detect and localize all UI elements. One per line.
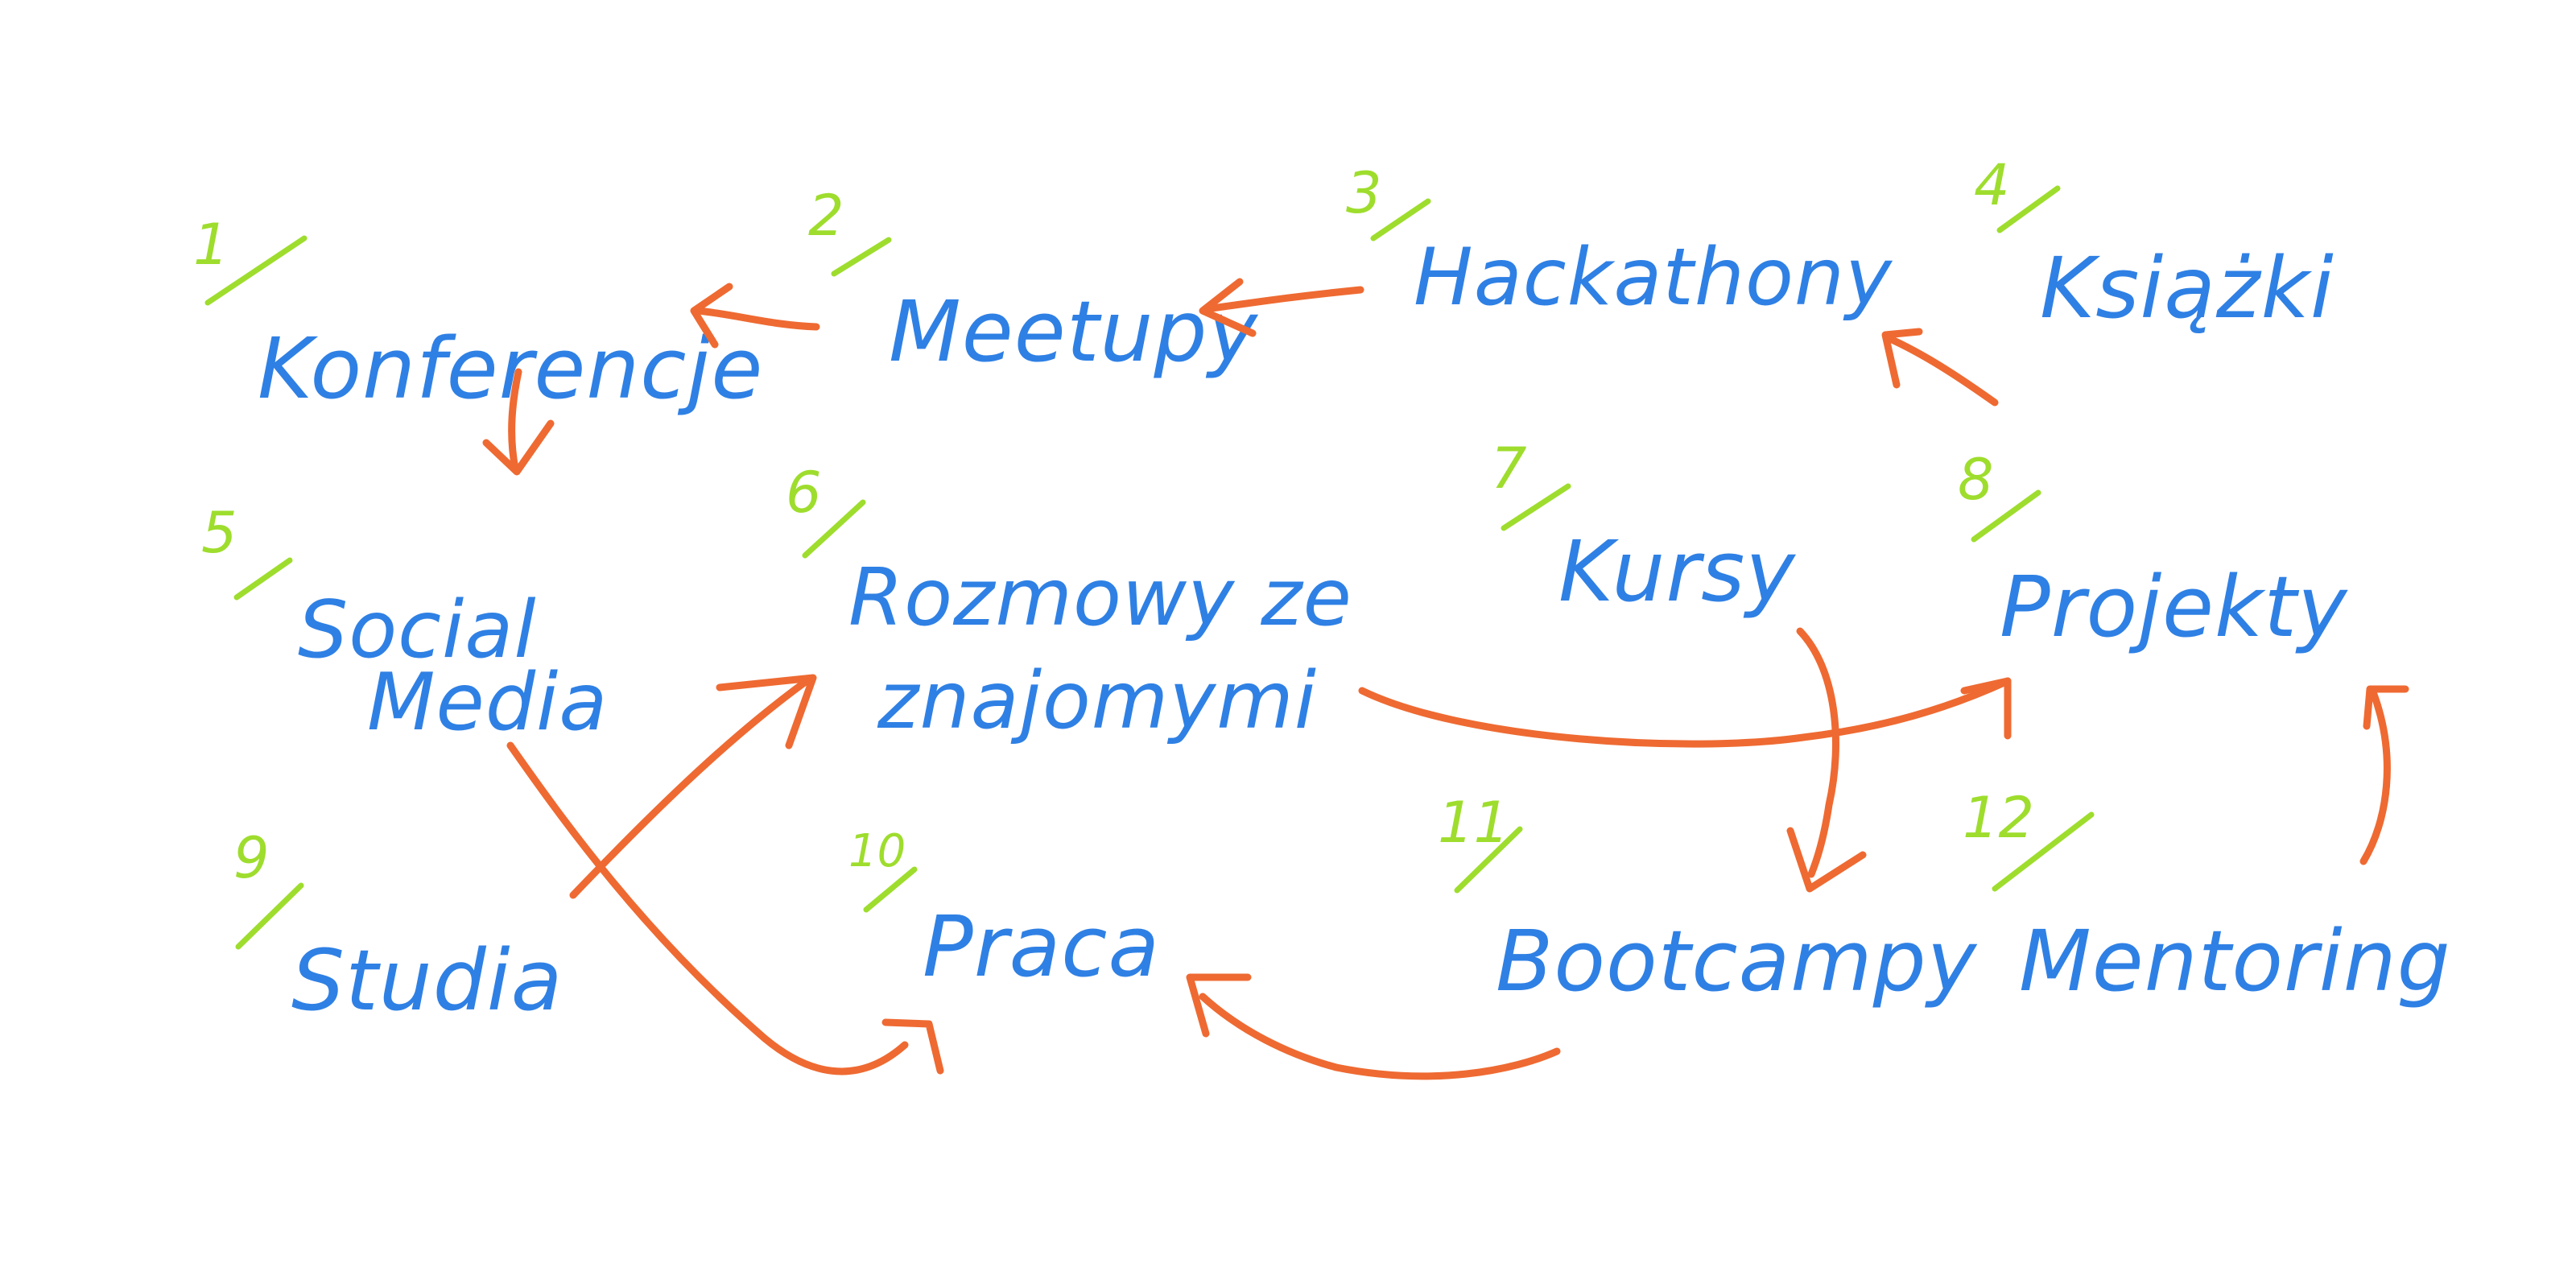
node-number-1: 1 xyxy=(193,212,308,306)
arrow-konferencje-to-social-media xyxy=(482,368,555,476)
svg-text:10: 10 xyxy=(848,825,906,877)
svg-text:5: 5 xyxy=(201,500,237,566)
svg-text:6: 6 xyxy=(786,460,822,526)
node-label-meetupy: Meetupy xyxy=(889,283,1258,381)
node-labels: Konferencje Meetupy Hackathony Książki S… xyxy=(258,232,2451,1030)
svg-text:2: 2 xyxy=(808,183,844,249)
edges xyxy=(482,278,2409,1080)
arrow-meetupy-to-konferencje xyxy=(690,283,820,349)
number-10-slash xyxy=(863,866,918,913)
svg-text:9: 9 xyxy=(233,825,270,891)
node-number-7: 7 xyxy=(1491,436,1571,531)
number-6-slash xyxy=(802,499,866,559)
arrow-hackathony-to-meetupy xyxy=(1199,278,1364,337)
node-label-hackathony: Hackathony xyxy=(1414,232,1893,324)
node-number-8: 8 xyxy=(1958,447,2041,543)
node-label-studia: Studia xyxy=(291,931,563,1030)
node-label-projekty: Projekty xyxy=(2000,558,2348,656)
number-2-slash xyxy=(831,237,892,277)
node-label-mentoring: Mentoring xyxy=(2019,912,2451,1010)
number-3-slash xyxy=(1370,198,1431,242)
number-12-slash xyxy=(1992,811,2095,892)
arrow-rozmowy-to-projekty xyxy=(1358,677,2012,748)
node-label-znajomymi: znajomymi xyxy=(877,655,1317,747)
svg-text:7: 7 xyxy=(1491,436,1527,502)
node-label-rozmowy-ze: Rozmowy ze xyxy=(848,552,1352,644)
number-11-slash xyxy=(1454,826,1523,894)
number-9-slash xyxy=(235,882,304,950)
node-numbers: 1 2 3 4 5 6 7 xyxy=(193,152,2095,950)
arrow-mentoring-to-projekty xyxy=(2359,685,2409,865)
number-1-slash xyxy=(204,235,308,306)
node-number-4: 4 xyxy=(1974,152,2061,233)
node-label-bootcampy: Bootcampy xyxy=(1496,912,1978,1010)
number-4-slash xyxy=(1996,185,2061,233)
arrow-social-media-to-praca xyxy=(506,741,944,1075)
node-label-praca: Praca xyxy=(923,898,1160,996)
node-label-social: Social xyxy=(298,584,537,676)
node-number-2: 2 xyxy=(808,183,892,277)
svg-text:1: 1 xyxy=(193,212,229,278)
svg-text:12: 12 xyxy=(1963,785,2034,851)
node-label-kursy: Kursy xyxy=(1558,522,1796,621)
node-label-media: Media xyxy=(367,657,608,749)
svg-text:8: 8 xyxy=(1958,447,1994,513)
arrow-studia-to-rozmowy xyxy=(569,674,817,899)
number-7-slash xyxy=(1501,483,1571,531)
arrow-bootcampy-to-praca xyxy=(1186,973,1561,1080)
arrow-ksiazki-to-hackathony xyxy=(1881,328,1999,407)
svg-text:4: 4 xyxy=(1974,152,2010,218)
node-number-6: 6 xyxy=(786,460,866,559)
svg-text:3: 3 xyxy=(1346,160,1382,226)
node-number-11: 11 xyxy=(1438,790,1523,894)
number-5-slash xyxy=(233,557,293,601)
node-number-10: 10 xyxy=(848,825,918,913)
node-number-5: 5 xyxy=(201,500,293,601)
node-number-12: 12 xyxy=(1963,785,2095,892)
node-number-3: 3 xyxy=(1346,160,1431,242)
node-number-9: 9 xyxy=(233,825,304,950)
arrow-kursy-to-bootcampy xyxy=(1786,627,1867,893)
node-label-ksiazki: Książki xyxy=(2040,239,2334,337)
number-8-slash xyxy=(1971,489,2041,543)
svg-text:11: 11 xyxy=(1438,790,1509,856)
